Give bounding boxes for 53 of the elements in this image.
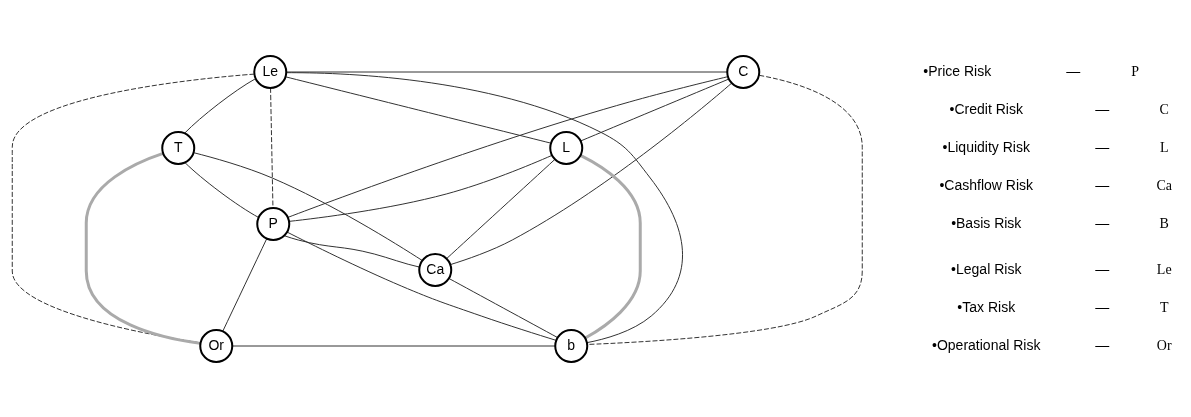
label: •Tax Risk [957, 298, 1016, 315]
label: •Basis Risk [951, 214, 1022, 231]
connector [11, 73, 255, 343]
connector [287, 75, 729, 218]
label: C [1159, 101, 1169, 117]
node-circle: P [256, 206, 291, 241]
label: L [1159, 139, 1169, 155]
label: — [1095, 298, 1110, 315]
connector [285, 71, 728, 72]
label: •Liquidity Risk [942, 138, 1030, 155]
node-circle: Le [253, 54, 288, 89]
label: •Price Risk [923, 62, 992, 79]
label: — [1095, 176, 1110, 193]
connector [446, 158, 556, 259]
node-circle: L [549, 130, 584, 165]
connector [580, 78, 730, 141]
connector [579, 153, 642, 339]
label: Ca [1156, 177, 1173, 193]
label: •Credit Risk [949, 100, 1023, 117]
connector [448, 277, 558, 338]
label: — [1095, 214, 1110, 231]
label: •Cashflow Risk [939, 176, 1034, 193]
label: — [1066, 62, 1081, 79]
connector [270, 87, 274, 208]
label: Or [1156, 337, 1172, 353]
node-circle: Ca [418, 252, 453, 287]
node-circle: T [161, 130, 196, 165]
connector [285, 75, 552, 144]
node-circle: C [726, 54, 761, 89]
label: — [1095, 336, 1110, 353]
connector [184, 161, 260, 218]
label: — [1095, 260, 1110, 277]
label: B [1159, 215, 1169, 231]
label: — [1095, 100, 1110, 117]
label: Le [1156, 261, 1172, 277]
label: T [1159, 299, 1169, 315]
connector [450, 82, 732, 265]
connector [184, 77, 256, 133]
connector [84, 151, 201, 345]
connector [286, 231, 557, 341]
label: •Legal Risk [951, 260, 1022, 277]
label: P [1131, 63, 1140, 79]
label: — [1095, 138, 1110, 155]
connector [232, 345, 556, 346]
node-circle: b [554, 328, 589, 363]
connector [288, 154, 553, 222]
connector [285, 71, 683, 343]
connector [193, 151, 423, 261]
connector [222, 237, 268, 332]
node-circle: Or [199, 328, 234, 363]
label: •Operational Risk [932, 336, 1041, 353]
connector [283, 234, 420, 268]
connector [586, 74, 863, 345]
